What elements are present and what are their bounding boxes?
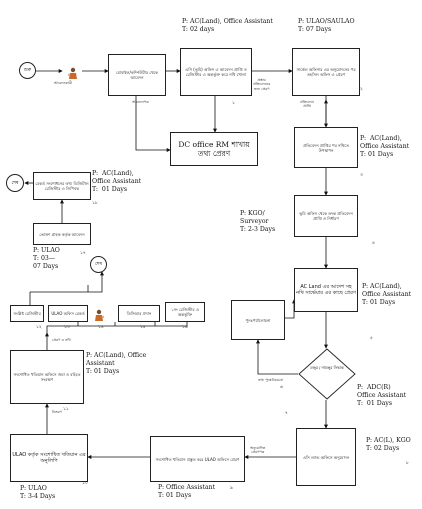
step-number: ১৪ (98, 325, 104, 330)
acland-order-box: AC Land এর আদেশ সহ নথি সার্ভেয়ার এর কাছ… (294, 268, 358, 312)
acland-approval-box: এসি ল্যান্ড অফিসে অনুমোদন (296, 428, 356, 486)
step-number: ১৬ (182, 325, 188, 330)
decision-diamond (298, 348, 356, 400)
note-left-mid: P: AC(Land), Office Assistant T: 01 Days (86, 352, 147, 375)
step-number: ১০ (82, 481, 88, 486)
step-number: ৫ (370, 336, 373, 341)
label-up: প্রেরণ ও নথি (52, 338, 71, 342)
digital-register-box: রেকর্ড সংশোধনের তথ্য ডিজিটাল রেজিস্টার এ… (33, 172, 91, 200)
applicant-icon (67, 64, 79, 79)
note-kgo: P: KGO/ Surveyor T: 2-3 Days (240, 210, 276, 233)
label-send: অনুমোদিত প্রেরণপত্র (250, 446, 266, 455)
note-bottom-right: P: AC(L), KGO T: 02 Days (366, 437, 411, 452)
step-number: ১২ (36, 325, 42, 330)
step-number: ১১ (63, 407, 69, 412)
label-review: তথ্য পুনঃবিবেচনা (258, 378, 284, 382)
note-adc: P: ADC(R) Office Assistant T: 01 Days (357, 384, 407, 407)
note-upper-left: P: AC(Land), Office Assistant T: 01 Days (92, 170, 142, 193)
report-present-box: প্রতিবেদন প্রাপ্তির পর নথিতে উপস্থাপন (294, 127, 358, 168)
step-number: ১ (232, 101, 235, 106)
khatian-submit-box: সংশোধিত খতিয়ান অফিসে জমা ও বহিতে সংরক্ষ… (10, 350, 84, 404)
step-number: ৬ (280, 385, 283, 390)
step-number: ১৮ (92, 201, 98, 206)
dcr-box: ডিসিআর প্রদান (118, 305, 160, 322)
dc-office-rm-box: DC office RM শাখায় তথ্য প্রেরণ (170, 132, 258, 166)
step-number: ২ (360, 87, 363, 92)
label-online: আবেদনপত্র (132, 100, 149, 104)
step-number: ১৫ (140, 325, 146, 330)
note-right-2: P: AC(Land), Office Assistant T: 01 Days (362, 283, 412, 306)
decision-text: মঞ্জুর / নামঞ্জুর সিদ্ধান্ত (310, 365, 344, 370)
acland-receive-box: এসি (ভূমি) অফিস এ আবেদন প্রাপ্তি ও রেজিস… (180, 48, 252, 96)
note-right-1: P: AC(Land), Office Assistant T: 01 Days (360, 135, 410, 158)
note-top-right: P: ULAO/SAULAO T: 07 Days (298, 18, 355, 33)
investigation-box: ভূমি অফিস থেকে তদন্ত প্রতিবেদন প্রাপ্তি … (294, 195, 358, 237)
step-number: ১৩ (64, 325, 70, 330)
step-number: ৭ (285, 411, 288, 416)
step-number: ৯ (230, 486, 233, 491)
step-number: ৩ (360, 173, 363, 178)
label-report: প্রস্তাব প্রতিবেদনের জন্য প্রেরণ (253, 78, 271, 91)
start-node: শুরু (19, 62, 36, 79)
step-number: ৮ (406, 461, 409, 466)
ulao-copy-box: ULAO কর্তৃক সংশোধিত খতিয়ান এর অনুলিপি (10, 434, 88, 482)
consumer-apply-box: ভোক্তা গ্রাহক কর্তৃক আবেদন (33, 223, 91, 245)
label-dist: বিতরণ (52, 410, 62, 414)
circle-officer-box: সার্কেল অফিসার এর অনুমোদনের পর তহসিল অফি… (292, 48, 360, 96)
note-bottom-mid: P: Office Assistant T: 01 Days (158, 484, 216, 499)
register-entry-box: ১নং রেজিস্টার এ অন্তর্ভুক্তি (165, 302, 205, 322)
note-top-mid: P: AC(Land), Office Assistant T: 02 days (182, 18, 273, 33)
related-register-box: সংশ্লিষ্ট রেজিস্টার (10, 305, 44, 322)
ulao-record-box: ULAO অফিস রেকর্ড (48, 305, 88, 322)
label-return: প্রতিবেদন প্রাপ্তি (300, 100, 314, 109)
online-application-box: মোবাইল/কম্পিউটার থেকে আবেদন (108, 54, 166, 96)
staff-icon (93, 306, 105, 321)
step-number: ৪ (372, 241, 375, 246)
step-number: ১৭ (80, 251, 86, 256)
note-bottom-left: P: ULAO T: 3-4 Days (20, 485, 56, 500)
end-node-left: শেষ (6, 174, 24, 192)
corrected-khatian-box: সংশোধিত খতিয়ান প্রস্তুত করে ULAO অফিসে … (150, 436, 245, 482)
note-ulao-left: P: ULAO T: 03— 07 Days (33, 247, 60, 270)
re-review-box: পুনঃপর্যালোচনা (231, 300, 285, 340)
end-node-mid: শেষ (90, 256, 107, 273)
applicant-label: আবেদনকারী (53, 81, 73, 85)
